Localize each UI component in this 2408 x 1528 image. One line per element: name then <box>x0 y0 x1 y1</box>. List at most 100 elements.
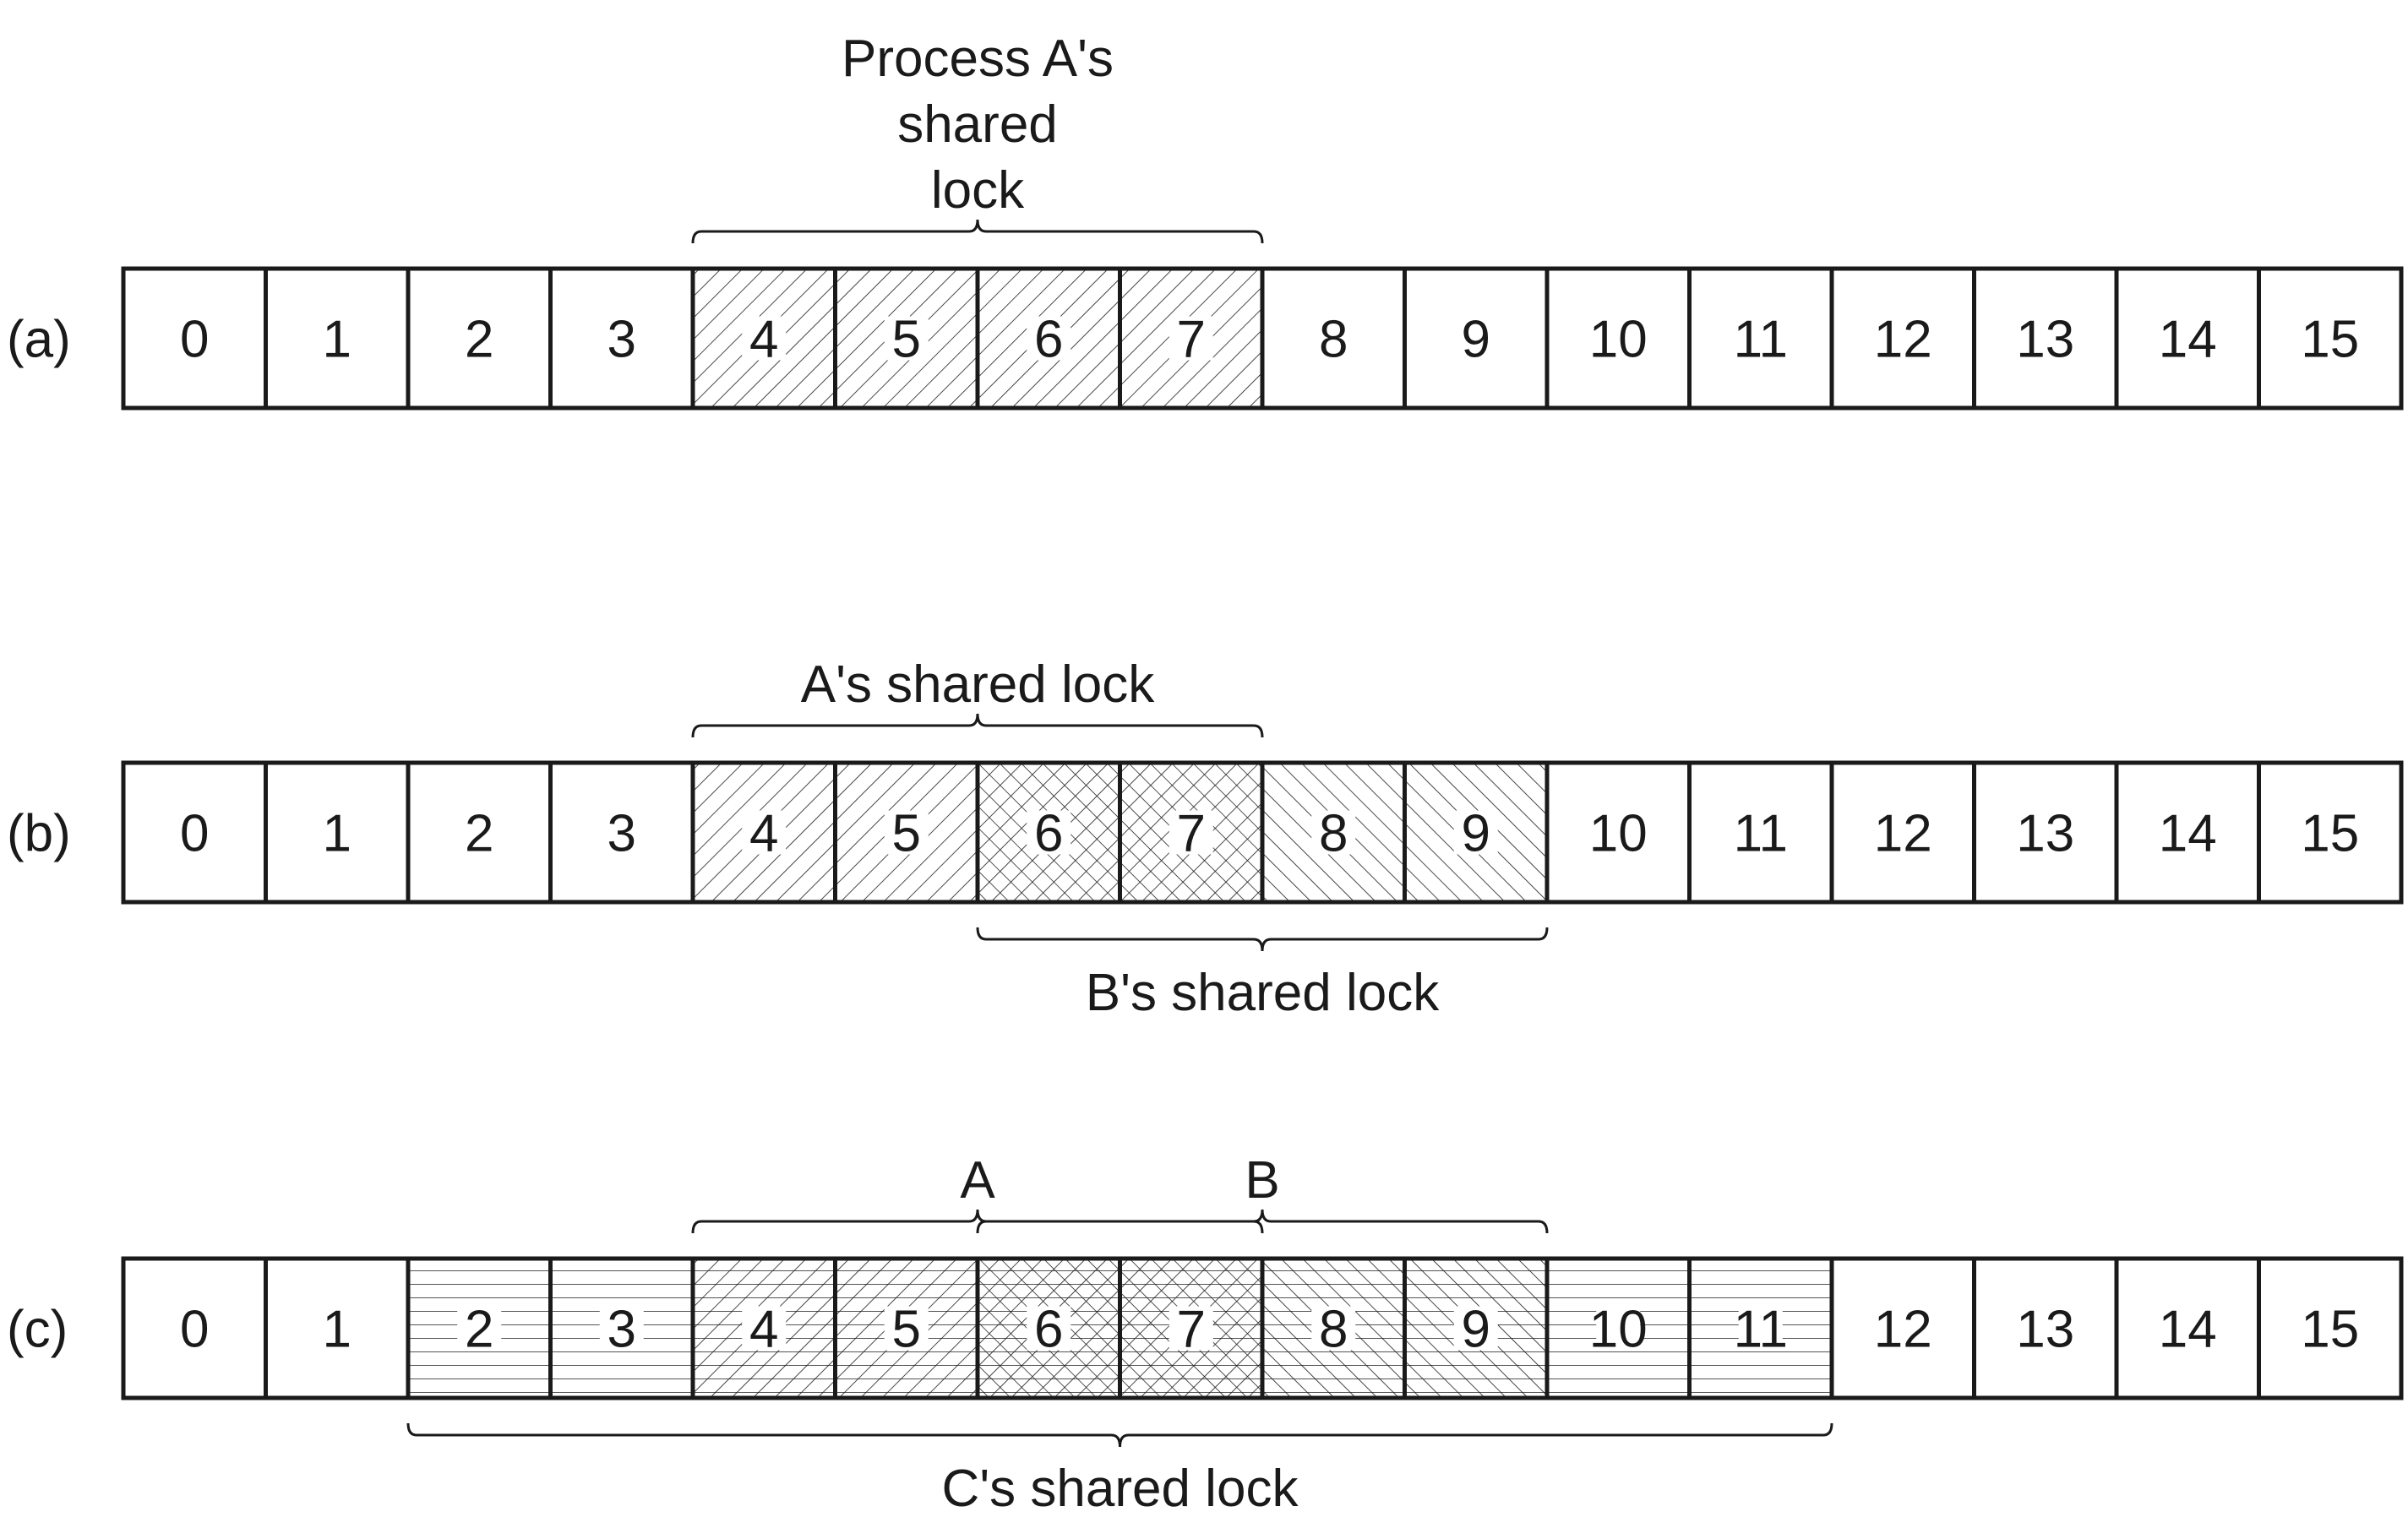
byte-number: 3 <box>607 1301 636 1359</box>
brace-label: A <box>960 1151 995 1210</box>
number-backdrop <box>1169 1306 1213 1351</box>
byte-cell-1: 1 <box>264 760 411 905</box>
cell-background <box>1689 269 1832 408</box>
byte-cell-9: 9 <box>1403 266 1550 411</box>
byte-cell-14: 14 <box>2114 760 2261 905</box>
brace-label: C's shared lock <box>942 1460 1299 1518</box>
byte-cell-2: 2 <box>406 266 553 411</box>
byte-number: 14 <box>2159 1301 2217 1359</box>
byte-number: 10 <box>1589 1301 1648 1359</box>
lock-brace: A <box>691 1151 1264 1234</box>
byte-number: 4 <box>749 311 778 369</box>
lock-brace: B <box>976 1151 1549 1234</box>
number-backdrop <box>1311 1306 1356 1351</box>
cell-background <box>1832 763 1975 902</box>
byte-cell-3: 3 <box>548 1256 695 1400</box>
cell-background <box>1547 269 1690 408</box>
byte-cell-7: 7 <box>1118 1256 1265 1400</box>
byte-cell-9: 9 <box>1403 1256 1550 1400</box>
byte-cell-11: 11 <box>1687 760 1834 905</box>
cell-background <box>2117 269 2259 408</box>
brace-label: A's shared lock <box>801 655 1155 714</box>
cell-background <box>123 269 266 408</box>
cell-background <box>2258 1259 2401 1398</box>
byte-cell-5: 5 <box>833 1256 980 1400</box>
cell-background <box>1832 269 1975 408</box>
byte-number: 11 <box>1734 1301 1788 1359</box>
byte-number: 5 <box>892 311 921 369</box>
cell-background <box>265 763 408 902</box>
brace-label: B <box>1245 1151 1279 1210</box>
byte-cell-10: 10 <box>1544 1256 1692 1400</box>
byte-number: 0 <box>180 311 209 369</box>
byte-number: 2 <box>465 1301 493 1359</box>
byte-number: 14 <box>2159 311 2217 369</box>
lock-brace: A's shared lock <box>691 655 1264 738</box>
row-label: (b) <box>7 805 71 863</box>
byte-number: 1 <box>323 805 351 863</box>
byte-number: 9 <box>1462 805 1490 863</box>
number-backdrop <box>599 1306 644 1351</box>
byte-cell-11: 11 <box>1687 266 1834 411</box>
brace-label: lock <box>931 161 1025 220</box>
lock-brace: B's shared lock <box>976 927 1549 1022</box>
byte-cell-11: 11 <box>1687 1256 1834 1400</box>
byte-cell-15: 15 <box>2257 1256 2404 1400</box>
cell-background <box>408 269 551 408</box>
cell-background <box>123 763 266 902</box>
number-backdrop <box>884 316 929 361</box>
byte-number: 9 <box>1462 311 1490 369</box>
byte-cell-0: 0 <box>121 266 268 411</box>
byte-cell-13: 13 <box>1972 266 2119 411</box>
byte-cell-4: 4 <box>690 1256 837 1400</box>
cell-background <box>2258 269 2401 408</box>
byte-number: 2 <box>465 311 493 369</box>
byte-cell-3: 3 <box>548 266 695 411</box>
cell-background <box>265 269 408 408</box>
byte-number: 0 <box>180 805 209 863</box>
byte-cell-3: 3 <box>548 760 695 905</box>
number-backdrop <box>1169 810 1213 855</box>
byte-cell-4: 4 <box>690 266 837 411</box>
byte-number: 8 <box>1319 805 1348 863</box>
byte-number: 15 <box>2301 1301 2359 1359</box>
byte-number: 9 <box>1462 1301 1490 1359</box>
byte-cell-6: 6 <box>975 760 1122 905</box>
byte-cell-14: 14 <box>2114 1256 2261 1400</box>
cell-background <box>2258 763 2401 902</box>
cell-background <box>550 269 693 408</box>
byte-cell-14: 14 <box>2114 266 2261 411</box>
cell-background <box>1974 763 2117 902</box>
byte-number: 12 <box>1874 805 1932 863</box>
number-backdrop <box>1027 316 1071 361</box>
byte-number: 6 <box>1034 1301 1063 1359</box>
cell-background <box>1974 1259 2117 1398</box>
byte-cell-12: 12 <box>1829 760 1976 905</box>
byte-number: 10 <box>1589 311 1648 369</box>
number-backdrop <box>1453 1306 1498 1351</box>
byte-number: 2 <box>465 805 493 863</box>
byte-number: 13 <box>2016 1301 2074 1359</box>
byte-number: 3 <box>607 805 636 863</box>
cell-background <box>408 763 551 902</box>
byte-number: 4 <box>749 1301 778 1359</box>
byte-number: 10 <box>1589 805 1648 863</box>
byte-cell-12: 12 <box>1829 266 1976 411</box>
number-backdrop <box>1596 1306 1641 1351</box>
byte-number: 6 <box>1034 805 1063 863</box>
byte-number: 8 <box>1319 311 1348 369</box>
byte-number: 3 <box>607 311 636 369</box>
lock-brace: C's shared lock <box>406 1422 1833 1518</box>
brace-label: B's shared lock <box>1086 964 1440 1022</box>
byte-cell-9: 9 <box>1403 760 1550 905</box>
byte-cell-8: 8 <box>1260 266 1407 411</box>
brace-label: Process A's <box>842 30 1114 88</box>
number-backdrop <box>884 810 929 855</box>
brace-top <box>976 1209 1549 1234</box>
number-backdrop <box>1738 1306 1783 1351</box>
number-backdrop <box>1169 316 1213 361</box>
